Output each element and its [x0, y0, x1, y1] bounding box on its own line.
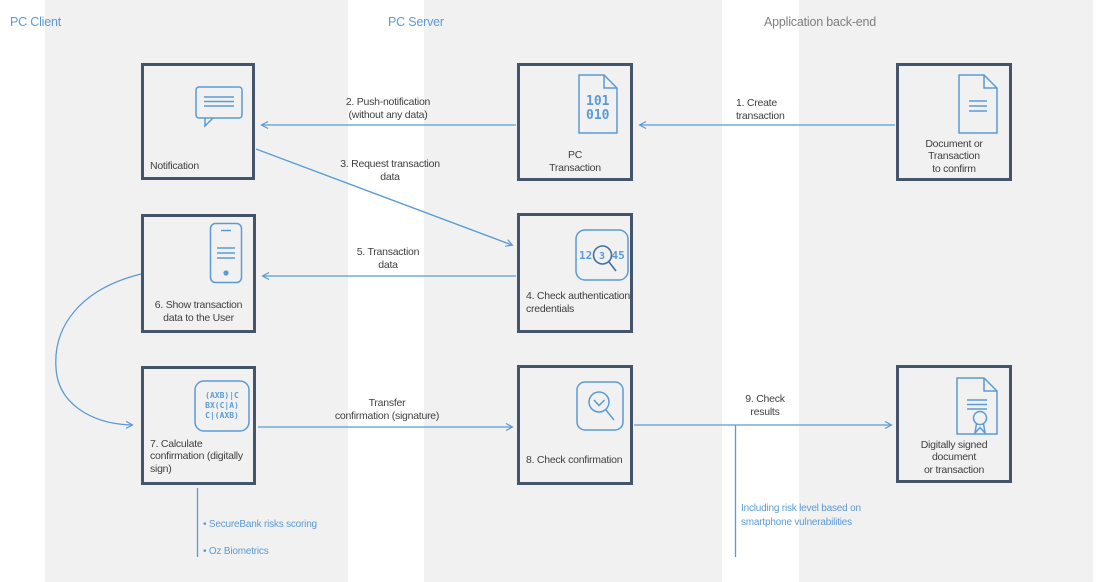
- arrow-label-push-notification: 2. Push-notification (without any data): [345, 96, 431, 121]
- binary-document-icon: 101 010: [578, 74, 618, 139]
- svg-text:(AXB)|C: (AXB)|C: [205, 391, 239, 400]
- node-check-confirmation: 8. Check confirmation: [517, 365, 633, 485]
- svg-text:C|(AXB): C|(AXB): [205, 411, 239, 420]
- arrow-label-check-results: 9. Check results: [745, 393, 785, 418]
- arrow-label-transaction-data: 5. Transaction data: [356, 246, 420, 271]
- node-check-auth-credentials: 12 3 45 4. Check authentication credenti…: [517, 213, 633, 333]
- note-client-bullets: SecureBank risks scoring Oz Biometrics: [203, 504, 317, 572]
- document-icon: [958, 74, 998, 139]
- sealed-document-icon: [956, 377, 998, 440]
- svg-text:101: 101: [586, 94, 610, 109]
- smartphone-icon: [209, 222, 243, 289]
- node-calculate-confirmation: (AXB)|C BX(C|A) C|(AXB) 7. Calculate con…: [141, 366, 256, 485]
- check-magnifier-icon: [576, 381, 624, 436]
- lane-header-application-backend: Application back-end: [764, 15, 877, 29]
- svg-text:45: 45: [612, 249, 625, 262]
- node-label: PC Transaction: [549, 149, 601, 174]
- node-notification: Notification: [141, 63, 255, 180]
- svg-text:12: 12: [579, 249, 592, 262]
- node-label: Document or Transaction to confirm: [925, 137, 983, 175]
- node-label: 4. Check authentication credentials: [526, 290, 630, 315]
- svg-text:010: 010: [586, 108, 610, 123]
- arrow-label-transfer-confirmation: Transfer confirmation (signature): [334, 397, 440, 422]
- node-label: 8. Check confirmation: [526, 453, 623, 466]
- speech-bubble-icon: [195, 86, 245, 133]
- node-pc-transaction: 101 010 PC Transaction: [517, 63, 633, 181]
- node-label: 7. Calculate confirmation (digitally sig…: [150, 437, 243, 475]
- note-bullet-oz-biometrics: Oz Biometrics: [203, 545, 317, 559]
- credentials-magnifier-icon: 12 3 45: [575, 229, 629, 286]
- node-label: Notification: [150, 159, 199, 172]
- note-bullet-securebank: SecureBank risks scoring: [203, 518, 317, 532]
- node-show-transaction-data: 6. Show transaction data to the User: [141, 214, 256, 333]
- lane-header-pc-server: PC Server: [388, 15, 444, 29]
- node-signed-document: Digitally signed document or transaction: [896, 365, 1012, 483]
- node-document-to-confirm: Document or Transaction to confirm: [896, 63, 1012, 181]
- node-label: 6. Show transaction data to the User: [154, 299, 243, 324]
- lane-header-pc-client: PC Client: [10, 15, 61, 29]
- arrow-label-request-transaction-data: 3. Request transaction data: [340, 158, 440, 183]
- svg-text:BX(C|A): BX(C|A): [205, 401, 239, 410]
- arrow-label-create-transaction: 1. Create transaction: [736, 97, 785, 122]
- cipher-icon: (AXB)|C BX(C|A) C|(AXB): [194, 380, 250, 437]
- node-label: Digitally signed document or transaction: [920, 438, 988, 476]
- note-backend-risk: Including risk level based on smartphone…: [741, 503, 861, 528]
- svg-text:3: 3: [599, 251, 605, 262]
